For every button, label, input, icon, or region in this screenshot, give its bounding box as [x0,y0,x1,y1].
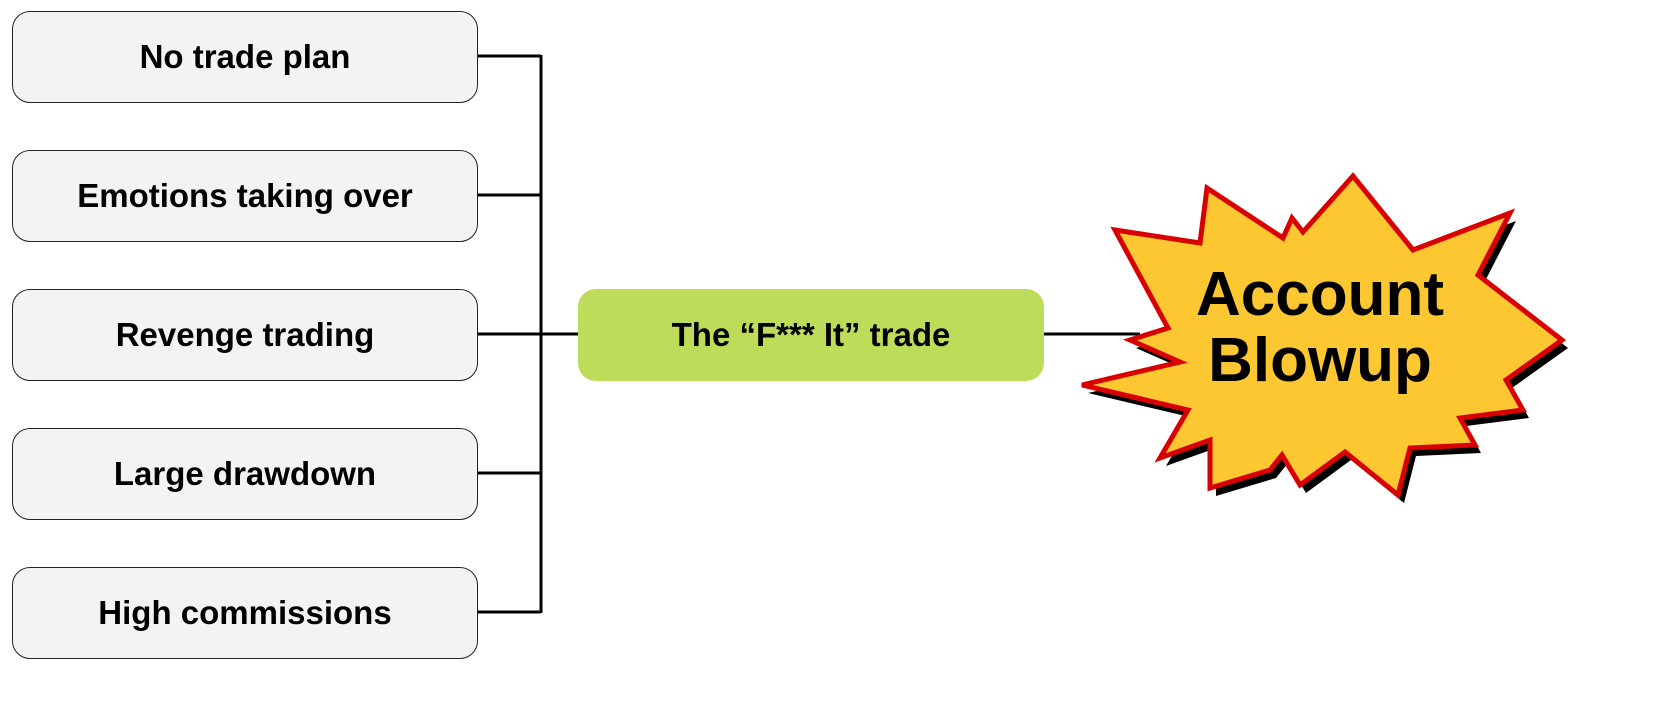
cause-box-high-commissions: High commissions [12,567,478,659]
cause-label: Large drawdown [113,455,377,492]
cause-box-emotions: Emotions taking over [12,150,478,242]
cause-label: Revenge trading [115,316,375,353]
cause-box-large-drawdown: Large drawdown [12,428,478,520]
cause-box-no-trade-plan: No trade plan [12,11,478,103]
center-label: The “F*** It” trade [671,316,951,353]
cause-box-revenge-trading: Revenge trading [12,289,478,381]
result-line-1: Account [1196,260,1444,329]
center-node: The “F*** It” trade [578,289,1044,381]
cause-label: Emotions taking over [77,177,413,214]
cause-label: No trade plan [139,38,351,75]
starburst-shape [1081,172,1568,503]
cause-label: High commissions [98,594,392,631]
result-line-2: Blowup [1208,326,1432,395]
result-label: Account Blowup [1150,262,1490,394]
